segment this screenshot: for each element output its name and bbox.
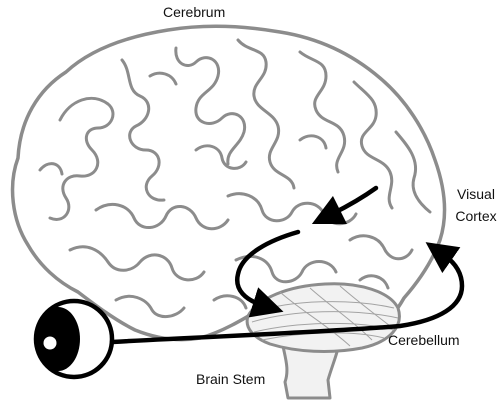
cerebrum-label: Cerebrum <box>163 4 226 20</box>
cerebrum-gyri <box>38 38 432 318</box>
return-loop-arrow <box>234 229 301 318</box>
cerebellum-label: Cerebellum <box>388 332 460 348</box>
visual-cortex-arrow <box>311 185 379 225</box>
eye-icon <box>33 298 115 380</box>
visual-cortex-label-line2: Cortex <box>455 208 497 224</box>
visual-cortex-label-line1: Visual <box>457 186 495 202</box>
optic-pathway-line <box>109 242 465 345</box>
brain-stem-label: Brain Stem <box>196 371 266 387</box>
